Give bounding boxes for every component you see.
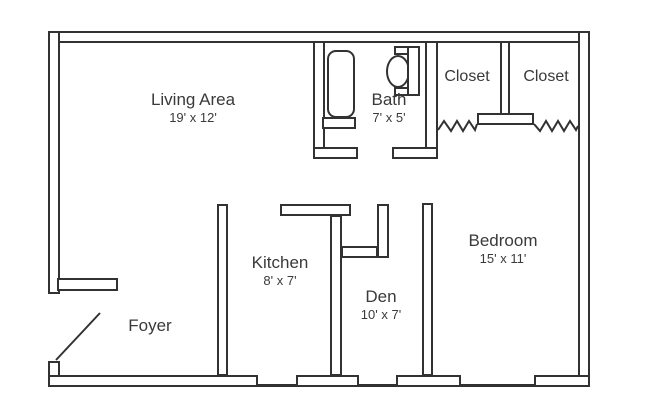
wall-bath-left [313, 41, 325, 159]
living-area-dims: 19' x 12' [169, 110, 217, 125]
wall-kitchen-top [280, 204, 351, 216]
toilet-tab-bottom [394, 87, 409, 96]
entry-door-swing-icon [55, 312, 101, 361]
wall-bath-left-foot [313, 147, 358, 159]
wall-closet-divider-foot [477, 113, 534, 125]
bedroom-label: Bedroom 15' x 11' [469, 231, 538, 267]
bedroom-name: Bedroom [468, 231, 538, 250]
den-label: Den 10' x 7' [361, 287, 401, 323]
wall-bottom-segment-foyer-kitchen [48, 375, 258, 387]
wall-bottom-segment-corner [534, 375, 590, 387]
toilet-tank-icon [407, 46, 420, 96]
wall-bottom-segment-bedroom-left [396, 375, 461, 387]
kitchen-label: Kitchen 8' x 7' [252, 253, 309, 289]
wall-exterior-left [48, 31, 60, 294]
closet-right-name: Closet [523, 68, 569, 85]
kitchen-name: Kitchen [251, 253, 309, 272]
foyer-label: Foyer [128, 316, 171, 336]
bath-name: Bath [371, 90, 407, 109]
wall-bedroom-left [422, 203, 433, 376]
wall-kitchen-den [330, 215, 342, 376]
wall-living-foyer-stub [57, 278, 118, 291]
toilet-tab-top [394, 46, 409, 55]
den-dims: 10' x 7' [360, 307, 402, 322]
living-area-name: Living Area [150, 90, 236, 109]
den-name: Den [365, 287, 397, 306]
wall-alcove-right [377, 204, 389, 258]
bedroom-dims: 15' x 11' [479, 251, 527, 266]
living-area-label: Living Area 19' x 12' [151, 90, 235, 126]
wall-closet-divider [500, 41, 510, 118]
kitchen-dims: 8' x 7' [263, 273, 297, 288]
bath-label: Bath 7' x 5' [372, 90, 407, 126]
wall-tub-platform [322, 117, 356, 129]
closet-accordion-door-right-icon [533, 119, 579, 133]
wall-bottom-segment-den [296, 375, 359, 387]
wall-exterior-right [578, 31, 590, 387]
closet-right-label: Closet [523, 67, 568, 87]
closet-left-label: Closet [444, 67, 489, 87]
bath-dims: 7' x 5' [372, 110, 406, 125]
wall-bath-closet-shared [425, 41, 438, 159]
wall-bath-right-foot [392, 147, 438, 159]
bathtub-icon [327, 50, 355, 118]
closet-accordion-door-left-icon [437, 119, 478, 133]
wall-alcove-bottom [341, 246, 378, 258]
closet-left-name: Closet [444, 68, 490, 85]
wall-kitchen-left [217, 204, 228, 376]
foyer-name: Foyer [128, 316, 172, 335]
